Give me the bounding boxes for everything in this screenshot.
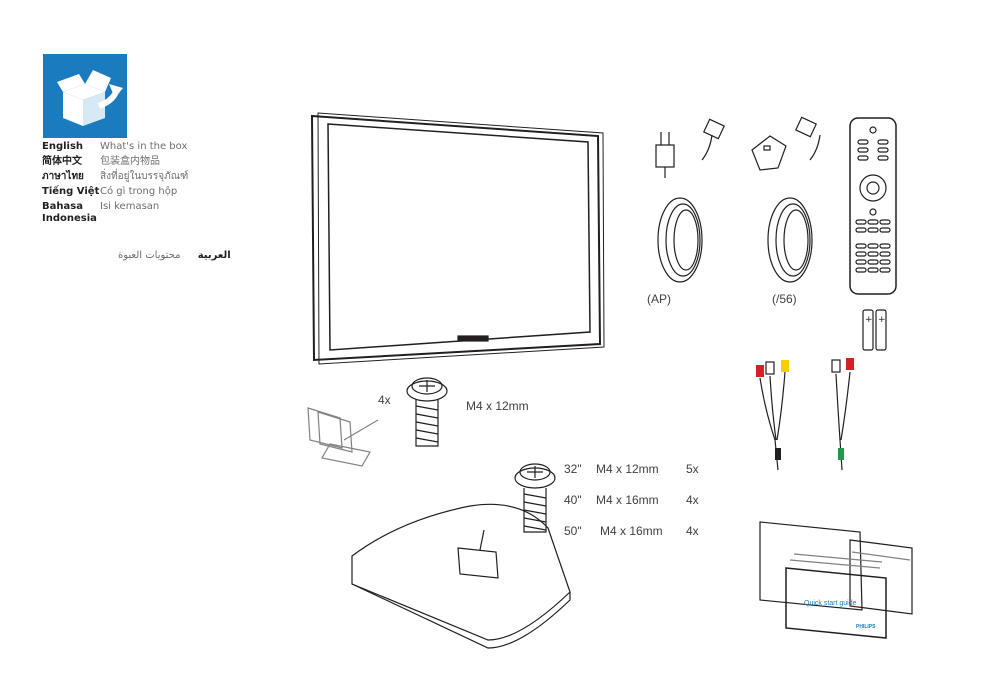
guide-title: Quick start guide: [804, 600, 857, 607]
power-cord-uk-label: (/56): [772, 292, 797, 306]
lang-text: Isi kemasan: [100, 201, 160, 212]
lang-name: English: [42, 141, 84, 152]
screw-size: M4 x 16mm: [600, 524, 663, 538]
tv-size: 32": [564, 462, 582, 476]
screw-illustration: [514, 463, 556, 533]
svg-text:+: +: [878, 315, 886, 325]
stand-bracket-illustration: [307, 407, 379, 467]
lang-row-chinese: 简体中文 包装盒内物品: [42, 156, 262, 168]
tv-size: 40": [564, 493, 582, 507]
base-screw-row: 32" M4 x 12mm 5x: [564, 462, 699, 476]
screw-count: 4x: [686, 524, 699, 538]
tv-illustration: [310, 112, 605, 365]
lang-text: Có gì trong hộp: [100, 186, 178, 197]
lang-name: ภาษาไทย: [42, 171, 84, 182]
lang-name: Tiếng Việt: [42, 186, 100, 197]
base-screw-row: 50" M4 x 16mm 4x: [564, 524, 699, 538]
stand-screw-size: M4 x 12mm: [466, 399, 529, 413]
av-cable-yellow-illustration: [756, 360, 789, 471]
lang-row-indonesian: Bahasa Indonesia Isi kemasan: [42, 201, 262, 225]
tv-size: 50": [564, 524, 582, 538]
lang-text: สิ่งที่อยู่ในบรรจุภัณฑ์: [100, 171, 189, 182]
lang-text: محتويات العبوة: [118, 250, 181, 261]
power-cord-uk-illustration: [751, 116, 821, 283]
lang-row-arabic: العربية محتويات العبوة: [118, 250, 231, 261]
batteries-illustration: + +: [862, 309, 887, 351]
lang-name: 简体中文: [42, 156, 82, 167]
lang-row-english: English What's in the box: [42, 141, 262, 153]
language-table: English What's in the box 简体中文 包装盒内物品 ภา…: [42, 141, 262, 228]
svg-text:+: +: [865, 315, 873, 325]
screw-count: 5x: [686, 462, 699, 476]
stand-screw-count: 4x: [378, 393, 391, 407]
screw-size: M4 x 16mm: [596, 493, 659, 507]
lang-text: 包装盒内物品: [100, 156, 160, 167]
lang-name: Bahasa Indonesia: [42, 201, 97, 224]
lang-text: What's in the box: [100, 141, 188, 152]
screw-illustration: [406, 377, 448, 447]
power-cord-ap-label: (AP): [647, 292, 671, 306]
lang-row-vietnamese: Tiếng Việt Có gì trong hộp: [42, 186, 262, 198]
base-screw-table: 32" M4 x 12mm 5x 40" M4 x 16mm 4x 50" M4…: [564, 462, 699, 538]
guide-brand: PHILIPS: [856, 624, 876, 630]
lang-name: العربية: [197, 250, 231, 261]
lang-row-thai: ภาษาไทย สิ่งที่อยู่ในบรรจุภัณฑ์: [42, 171, 262, 183]
remote-illustration: [849, 117, 897, 295]
stand-base-illustration: [351, 503, 571, 649]
power-cord-ap-illustration: [655, 118, 726, 283]
box-icon: [43, 54, 127, 138]
av-cable-green-illustration: [831, 358, 854, 471]
documentation-illustration: [759, 521, 913, 639]
open-box-icon: [57, 70, 123, 126]
screw-size: M4 x 12mm: [596, 462, 659, 476]
screw-count: 4x: [686, 493, 699, 507]
base-screw-row: 40" M4 x 16mm 4x: [564, 493, 699, 507]
